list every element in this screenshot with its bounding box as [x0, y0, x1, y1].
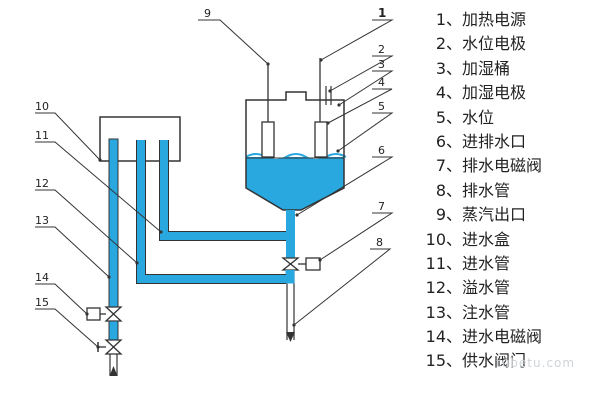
legend-number: 10 [425, 229, 446, 249]
legend-separator: 、 [446, 302, 463, 322]
legend-item: 14、进水电磁阀 [420, 325, 542, 349]
legend-separator: 、 [446, 253, 463, 273]
legend-separator: 、 [446, 180, 463, 200]
overflow-pipe-outline [136, 140, 286, 284]
legend-number: 6 [435, 131, 446, 151]
humidifying-electrode-left [261, 121, 275, 158]
legend-item: 1、加热电源 [420, 8, 542, 32]
watermark: tubetu.com [496, 356, 576, 370]
fill-pipe [108, 138, 119, 308]
legend-number: 15 [425, 351, 446, 371]
legend-label: 进水电磁阀 [462, 327, 543, 347]
tank-water [246, 157, 344, 210]
supply-arrow-head [109, 366, 118, 376]
legend-separator: 、 [446, 327, 463, 347]
callout-4: 4 [378, 76, 385, 89]
legend-label: 进排水口 [462, 131, 527, 151]
humidifier-tank [245, 91, 347, 211]
callout-13: 13 [35, 214, 49, 227]
legend-item: 3、加湿桶 [420, 57, 542, 81]
inlet-pipe [159, 140, 290, 241]
legend-label: 供水阀门 [462, 351, 527, 371]
inlet-pipe-outline [159, 140, 286, 241]
legend-label: 排水管 [462, 180, 511, 200]
legend-label: 溢水管 [462, 278, 511, 298]
legend-item: 11、进水管 [420, 252, 542, 276]
legend-item: 7、排水电磁阀 [420, 154, 542, 178]
legend-item: 13、注水管 [420, 301, 542, 325]
legend-separator: 、 [446, 83, 463, 103]
supply-pipe-segment [108, 320, 119, 341]
legend-number: 2 [435, 34, 446, 54]
legend-item: 10、进水盒 [420, 228, 542, 252]
legend-number: 9 [435, 205, 446, 225]
drain-solenoid-valve [281, 257, 321, 271]
humidifying-electrode-right [314, 121, 328, 158]
supply-valve [97, 339, 123, 355]
tank-outline [245, 91, 345, 211]
legend-number: 13 [425, 302, 446, 322]
leader-lines [35, 19, 394, 348]
legend-number: 7 [435, 156, 446, 176]
legend-item: 12、溢水管 [420, 276, 542, 300]
legend-item: 5、水位 [420, 106, 542, 130]
legend-label: 加湿桶 [462, 58, 511, 78]
legend-item: 4、加湿电极 [420, 81, 542, 105]
legend-label: 加湿电极 [462, 83, 527, 103]
legend-separator: 、 [446, 131, 463, 151]
legend-number: 1 [435, 10, 446, 29]
legend-item: 2、水位电极 [420, 32, 542, 56]
callout-12: 12 [35, 177, 49, 190]
legend-number: 8 [435, 180, 446, 200]
callout-3: 3 [378, 58, 385, 71]
callout-6: 6 [378, 144, 385, 157]
legend-separator: 、 [446, 58, 463, 78]
overflow-pipe [136, 140, 295, 284]
legend-item: 8、排水管 [420, 179, 542, 203]
callout-11: 11 [35, 129, 49, 142]
legend-number: 3 [435, 58, 446, 78]
legend-label: 蒸汽出口 [462, 205, 527, 225]
legend-separator: 、 [446, 156, 463, 176]
callout-8: 8 [376, 236, 383, 249]
legend-label: 进水盒 [462, 229, 511, 249]
legend-label: 注水管 [462, 302, 511, 322]
callout-14: 14 [35, 271, 49, 284]
drain-arrow-head [286, 332, 295, 342]
legend-separator: 、 [446, 107, 463, 127]
legend-label: 水位 [462, 107, 495, 127]
callout-1: 1 [378, 6, 386, 20]
callout-10: 10 [35, 100, 49, 113]
leader-dots [85, 58, 341, 349]
callout-7: 7 [378, 200, 385, 213]
callout-15: 15 [35, 296, 49, 309]
legend-label: 进水管 [462, 253, 511, 273]
legend-label: 加热电源 [462, 10, 527, 29]
legend-number: 5 [435, 107, 446, 127]
callout-2: 2 [378, 43, 385, 56]
inlet-solenoid-valve [86, 306, 123, 322]
legend-number: 11 [425, 253, 446, 273]
legend-label: 水位电极 [462, 34, 527, 54]
inlet-outlet-pipe [286, 210, 295, 258]
legend-number: 4 [435, 83, 446, 103]
callout-labels: 1 2 3 4 5 6 7 8 9 10 11 12 13 14 15 [35, 6, 386, 309]
legend-item: 6、进排水口 [420, 130, 542, 154]
legend-item: 9、蒸汽出口 [420, 203, 542, 227]
legend-item: 15、供水阀门 [420, 349, 542, 373]
legend-number: 12 [425, 278, 446, 298]
legend-label: 排水电磁阀 [462, 156, 543, 176]
callout-5: 5 [378, 100, 385, 113]
callout-9: 9 [204, 7, 211, 20]
legend-separator: 、 [446, 34, 463, 54]
legend-separator: 、 [446, 10, 463, 29]
legend-separator: 、 [446, 229, 463, 249]
legend-number: 14 [425, 327, 446, 347]
legend-separator: 、 [446, 205, 463, 225]
legend-separator: 、 [446, 351, 463, 371]
legend-separator: 、 [446, 278, 463, 298]
